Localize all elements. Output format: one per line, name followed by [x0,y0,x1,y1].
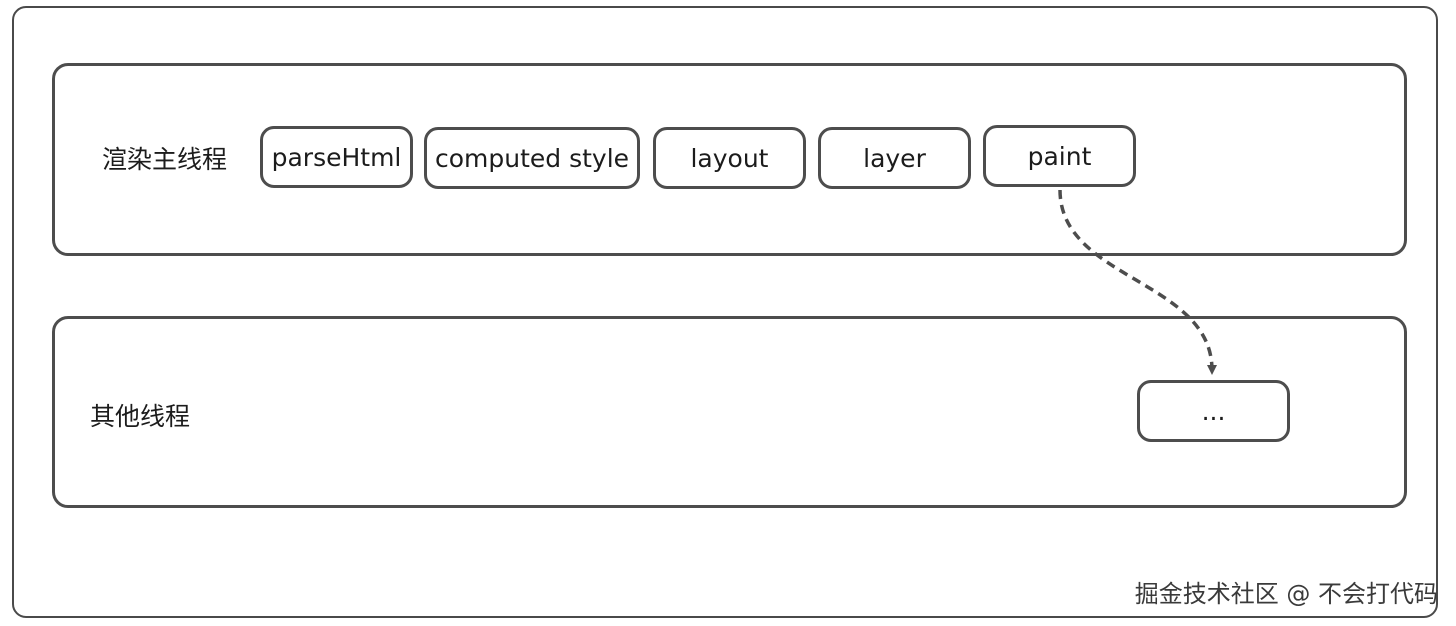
node-paint: paint [983,125,1136,187]
node-layout: layout [653,127,806,189]
node-layer: layer [818,127,971,189]
node-parsehtml: parseHtml [260,126,413,188]
watermark-text: 掘金技术社区 @ 不会打代码 [1134,580,1438,608]
node-other-task: ... [1137,380,1290,442]
main-thread-label: 渲染主线程 [102,145,228,174]
other-thread-label: 其他线程 [90,402,191,431]
node-computed-style: computed style [424,127,640,189]
main-thread-lane [52,63,1407,256]
diagram-frame [12,6,1438,618]
other-thread-lane [52,316,1407,508]
